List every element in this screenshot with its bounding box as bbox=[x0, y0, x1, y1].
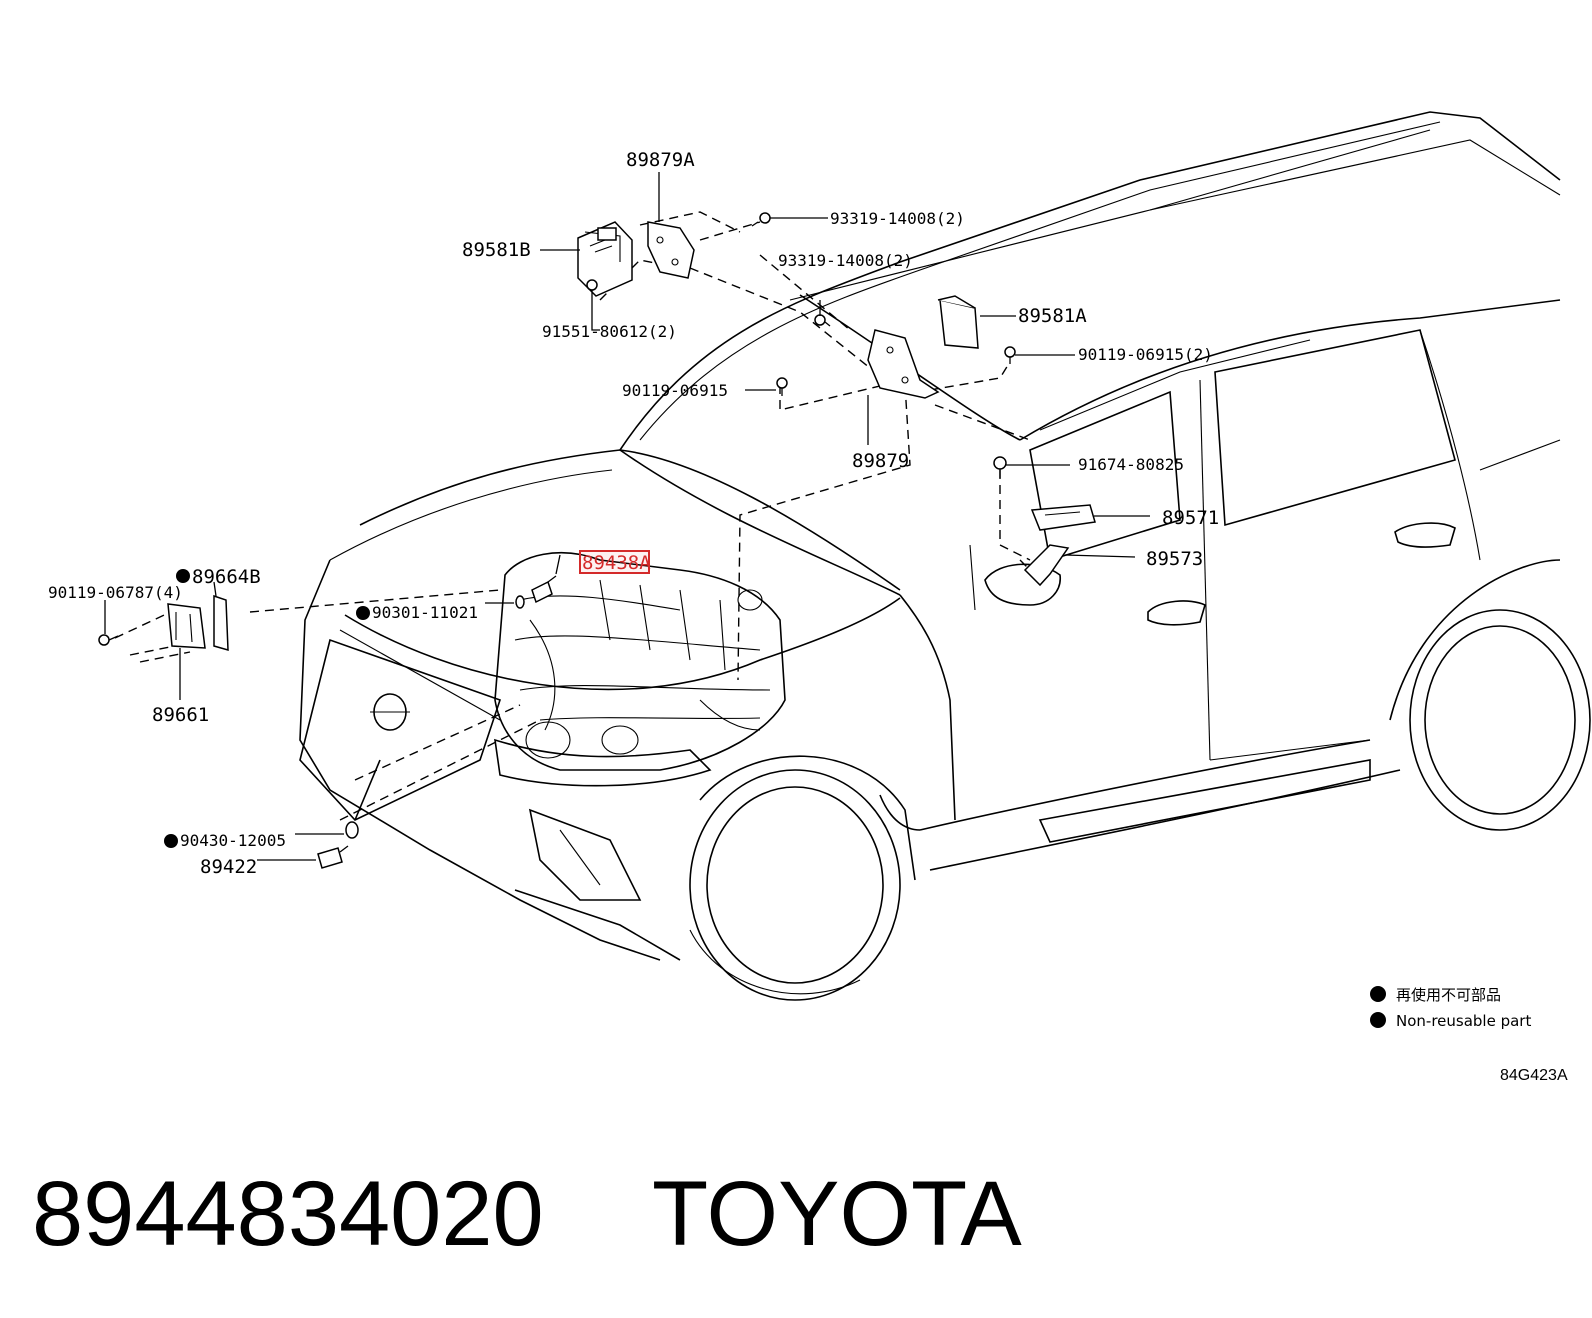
part-sketches bbox=[98, 212, 1096, 869]
bolt-93319-a-sketch bbox=[751, 212, 771, 227]
bolt-90119-sketch bbox=[776, 377, 788, 396]
legend-bullet-japanese bbox=[1370, 986, 1386, 1002]
callout-91674: 91674-80825 bbox=[1078, 455, 1184, 474]
bolt-91674-sketch bbox=[993, 456, 1007, 478]
callout-89438a: 89438A bbox=[582, 552, 651, 574]
bracket-89573-sketch bbox=[1023, 544, 1070, 587]
sensor-89438a-sketch bbox=[531, 575, 557, 604]
ecu-89581a-sketch bbox=[937, 295, 979, 349]
bolt-90119-06787-sketch bbox=[98, 634, 119, 646]
footer: 8944834020 TOYOTA bbox=[32, 1163, 1022, 1265]
callout-89661: 89661 bbox=[152, 704, 209, 726]
footer-part-number: 8944834020 bbox=[32, 1163, 544, 1265]
callout-89879: 89879 bbox=[852, 450, 909, 472]
diagram-code: 84G423A bbox=[1500, 1067, 1568, 1084]
callout-90119-06915-2: 90119-06915(2) bbox=[1078, 345, 1213, 364]
legend-english: Non-reusable part bbox=[1396, 1012, 1531, 1030]
nonreusable-marker-90430 bbox=[164, 834, 178, 848]
callout-89581a: 89581A bbox=[1018, 305, 1087, 327]
legend-japanese: 再使用不可部品 bbox=[1396, 986, 1501, 1004]
bolt-93319-b-sketch bbox=[814, 314, 831, 327]
callout-90430: 90430-12005 bbox=[180, 831, 286, 850]
vehicle-outline bbox=[299, 111, 1591, 1001]
module-89571-sketch bbox=[1030, 504, 1096, 531]
legend: 再使用不可部品 Non-reusable part bbox=[1370, 986, 1531, 1030]
gasket-90430-sketch bbox=[345, 821, 359, 839]
leader-lines bbox=[104, 172, 1150, 861]
bracket-89879a-sketch bbox=[647, 221, 695, 279]
callout-89573: 89573 bbox=[1146, 548, 1203, 570]
ecu-89581b-sketch bbox=[577, 221, 633, 297]
callout-labels: 89879A 89581B 93319-14008(2) 93319-14008… bbox=[48, 149, 1219, 878]
sensor-89422-sketch bbox=[317, 845, 349, 869]
callout-90119-06787: 90119-06787(4) bbox=[48, 583, 183, 602]
cover-89664b-sketch bbox=[213, 594, 229, 652]
callout-89571: 89571 bbox=[1162, 507, 1219, 529]
footer-brand: TOYOTA bbox=[652, 1163, 1022, 1265]
callout-91551: 91551-80612(2) bbox=[542, 322, 677, 341]
callout-93319-a: 93319-14008(2) bbox=[830, 209, 965, 228]
assembly-dash-lines bbox=[114, 211, 1041, 821]
nonreusable-marker-90301 bbox=[356, 606, 370, 620]
callout-93319-b: 93319-14008(2) bbox=[778, 251, 913, 270]
ecu-89661-sketch bbox=[167, 603, 206, 649]
oring-90301-sketch bbox=[515, 595, 525, 609]
legend-bullet-english bbox=[1370, 1012, 1386, 1028]
callout-90301: 90301-11021 bbox=[372, 603, 478, 622]
callout-89879a: 89879A bbox=[626, 149, 695, 171]
engine-assembly bbox=[494, 552, 786, 771]
highlight-box bbox=[579, 550, 650, 574]
bolt-90119-2-sketch bbox=[1004, 346, 1016, 364]
callout-90119-06915: 90119-06915 bbox=[622, 381, 728, 400]
callout-89581b: 89581B bbox=[462, 239, 531, 261]
callout-89664b: 89664B bbox=[192, 566, 261, 588]
bolt-91551-sketch bbox=[586, 279, 598, 296]
bracket-89879-sketch bbox=[867, 329, 940, 399]
nonreusable-marker-89664b bbox=[176, 569, 190, 583]
callout-89422: 89422 bbox=[200, 856, 257, 878]
